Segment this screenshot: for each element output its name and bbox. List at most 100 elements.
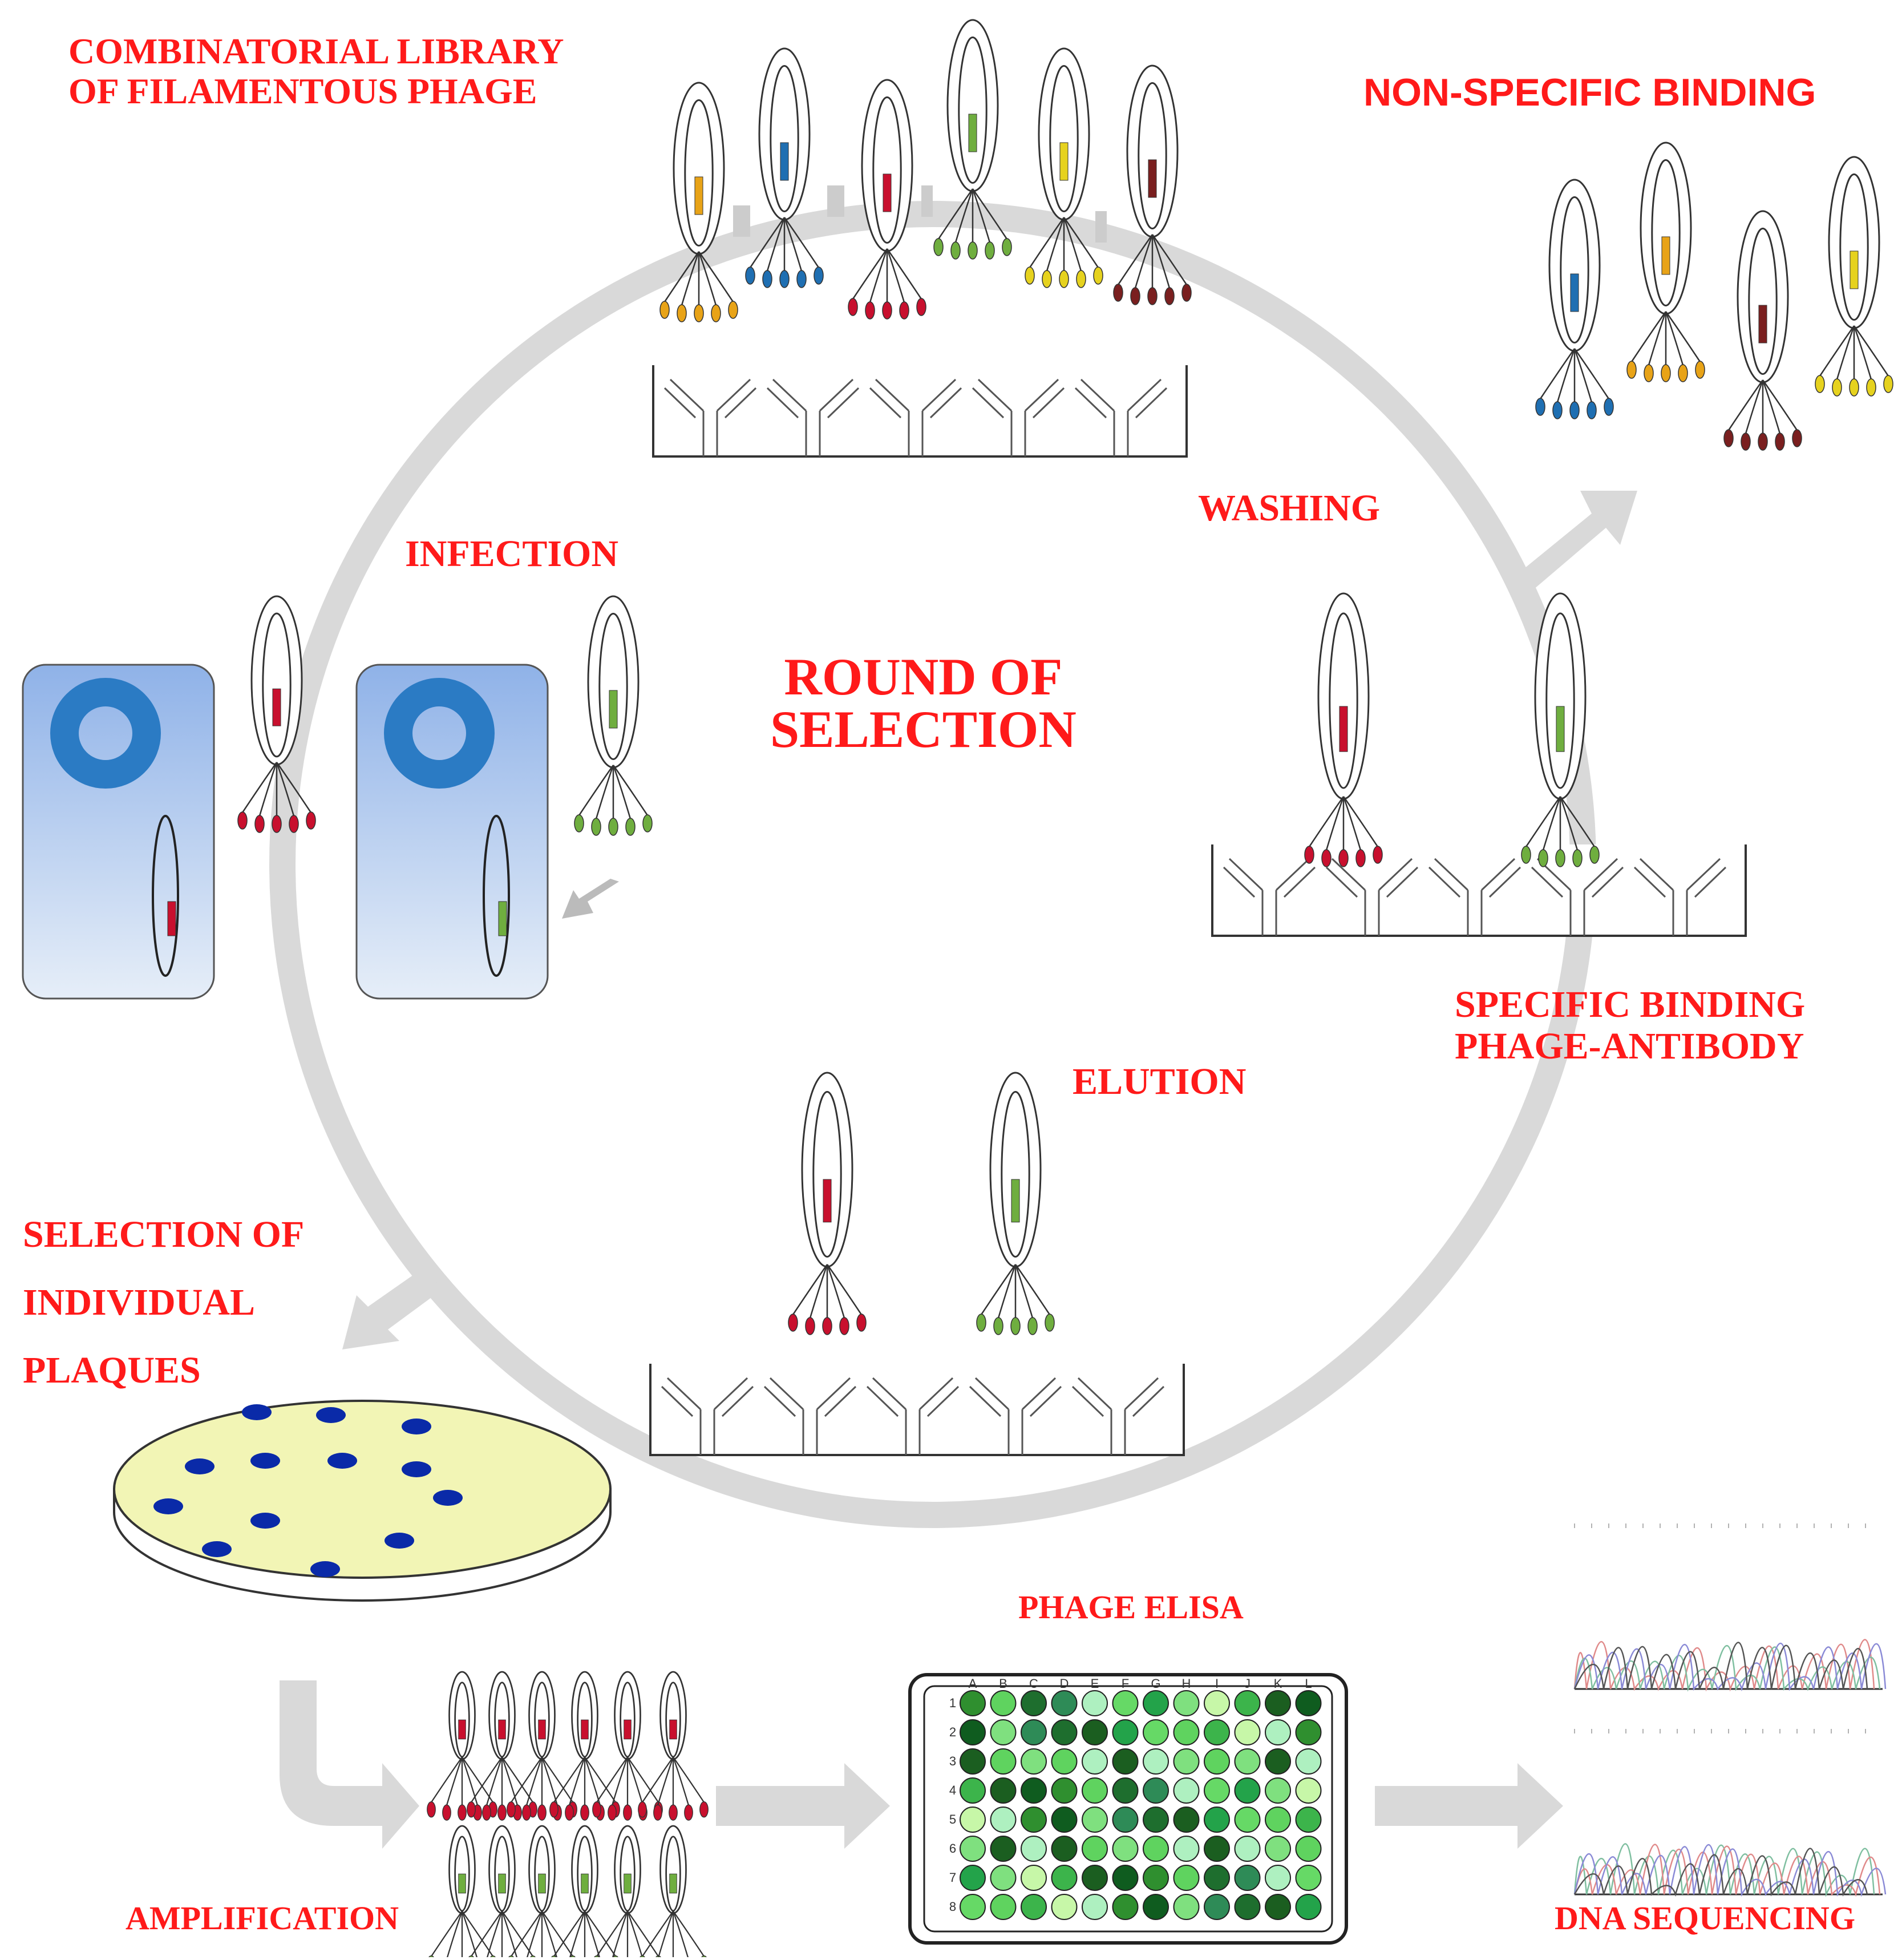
dash-marker (827, 185, 844, 217)
elisa-well (1295, 1894, 1322, 1920)
phage-fiber (501, 1756, 533, 1803)
phage-coat-outer (758, 47, 811, 221)
elisa-column-label: H (1182, 1676, 1191, 1691)
phage-tip (694, 304, 704, 322)
elisa-well (1082, 1690, 1108, 1716)
elisa-well (1204, 1777, 1230, 1804)
elisa-well (1234, 1894, 1261, 1920)
phage-insert (498, 1873, 506, 1894)
phage-fiber (461, 1911, 479, 1960)
phage-tip (1373, 846, 1383, 864)
trace-line (1573, 1642, 1868, 1690)
elisa-well (1173, 1719, 1200, 1745)
elisa-well (1295, 1777, 1322, 1804)
phage-fiber (1665, 311, 1701, 362)
elisa-well (1265, 1719, 1291, 1745)
phage-tip (1572, 849, 1583, 867)
amplification-label: AMPLIFICATION (126, 1900, 399, 1937)
phage-coat-outer (673, 82, 725, 255)
phage-fiber (501, 1911, 519, 1960)
phage (427, 1671, 497, 1821)
phage-tip (1147, 287, 1158, 305)
phage-insert (581, 1719, 589, 1740)
phage (638, 1825, 709, 1960)
phage-fiber (471, 1910, 503, 1957)
plaque-dot (153, 1498, 183, 1514)
phage-coat-inner (1651, 159, 1681, 306)
phage-fiber (611, 1911, 629, 1960)
elisa-well (1173, 1748, 1200, 1775)
phage-coat-outer (1640, 142, 1692, 315)
phage-insert (1059, 142, 1069, 181)
phage-fiber (626, 1911, 644, 1960)
elisa-well (1295, 1690, 1322, 1716)
phage-insert (780, 142, 789, 181)
phage-fiber (462, 1756, 493, 1803)
antibody-icon (763, 1377, 857, 1455)
phage-fiber (826, 1264, 863, 1315)
elution-label: ELUTION (1073, 1061, 1247, 1102)
phage-coat-outer (1126, 64, 1179, 238)
phage-insert (883, 173, 892, 212)
phage-insert (1148, 159, 1157, 198)
elisa-well (960, 1836, 986, 1862)
phage-fiber (1063, 217, 1082, 272)
elisa-well (1082, 1748, 1108, 1775)
elisa-well (990, 1719, 1017, 1745)
phage-tip (1355, 849, 1366, 867)
phage-coat-inner (598, 613, 628, 760)
elisa-well (1112, 1748, 1139, 1775)
phage-fiber (525, 1911, 543, 1960)
phage-coat-outer (528, 1671, 556, 1760)
elisa-well (1234, 1719, 1261, 1745)
phage-coat-outer (614, 1671, 641, 1760)
phage (1113, 64, 1192, 305)
phage-fiber (1762, 379, 1798, 431)
phage-fiber (886, 248, 905, 303)
phage-fiber (642, 1910, 674, 1957)
phage-fiber (501, 1757, 519, 1806)
elisa-column-label: I (1215, 1676, 1219, 1691)
bacterial-cell-red (22, 664, 215, 1000)
well-outline (652, 365, 1188, 458)
elisa-well (1234, 1690, 1261, 1716)
elisa-column-label: F (1122, 1676, 1129, 1691)
phage-fiber (980, 1264, 1017, 1315)
phage (933, 19, 1012, 260)
phage-tip (482, 1804, 491, 1821)
elisa-well (1173, 1690, 1200, 1716)
phage-fiber (869, 248, 888, 303)
elisa-well (1082, 1719, 1108, 1745)
phage-tip (762, 270, 772, 288)
plaque-dot (385, 1533, 414, 1549)
phage-fiber (485, 1757, 503, 1806)
phage-tip (1589, 846, 1600, 864)
phage-tip (1181, 284, 1192, 302)
binding-well (1211, 844, 1747, 937)
phage-fiber (681, 251, 700, 306)
phage-coat-inner (665, 1836, 681, 1912)
elisa-row-label: 5 (949, 1812, 956, 1826)
round-label-line1: ROUND OF (784, 648, 1063, 706)
phage-insert (458, 1873, 466, 1894)
phage-tip (916, 298, 926, 316)
phage-fiber (431, 1756, 463, 1803)
phage-fiber (783, 217, 803, 272)
phage-tip (1076, 270, 1086, 288)
round-label-line2: SELECTION (770, 700, 1077, 758)
phage-tip (856, 1314, 867, 1332)
phage-insert (581, 1873, 589, 1894)
phage-coat-outer (801, 1072, 853, 1268)
phage-fiber (1063, 217, 1099, 268)
phage-insert (458, 1719, 466, 1740)
phage-fiber (541, 1910, 573, 1957)
plaque-dot (402, 1461, 431, 1477)
elisa-well (1112, 1865, 1139, 1891)
phage-coat-inner (665, 1682, 681, 1758)
phage-tip (814, 266, 824, 285)
phage-tip (950, 241, 961, 260)
phage-insert (1570, 273, 1579, 312)
bacterial-cells (22, 664, 549, 1000)
sequencing-trace-1 (1573, 1523, 1887, 1692)
